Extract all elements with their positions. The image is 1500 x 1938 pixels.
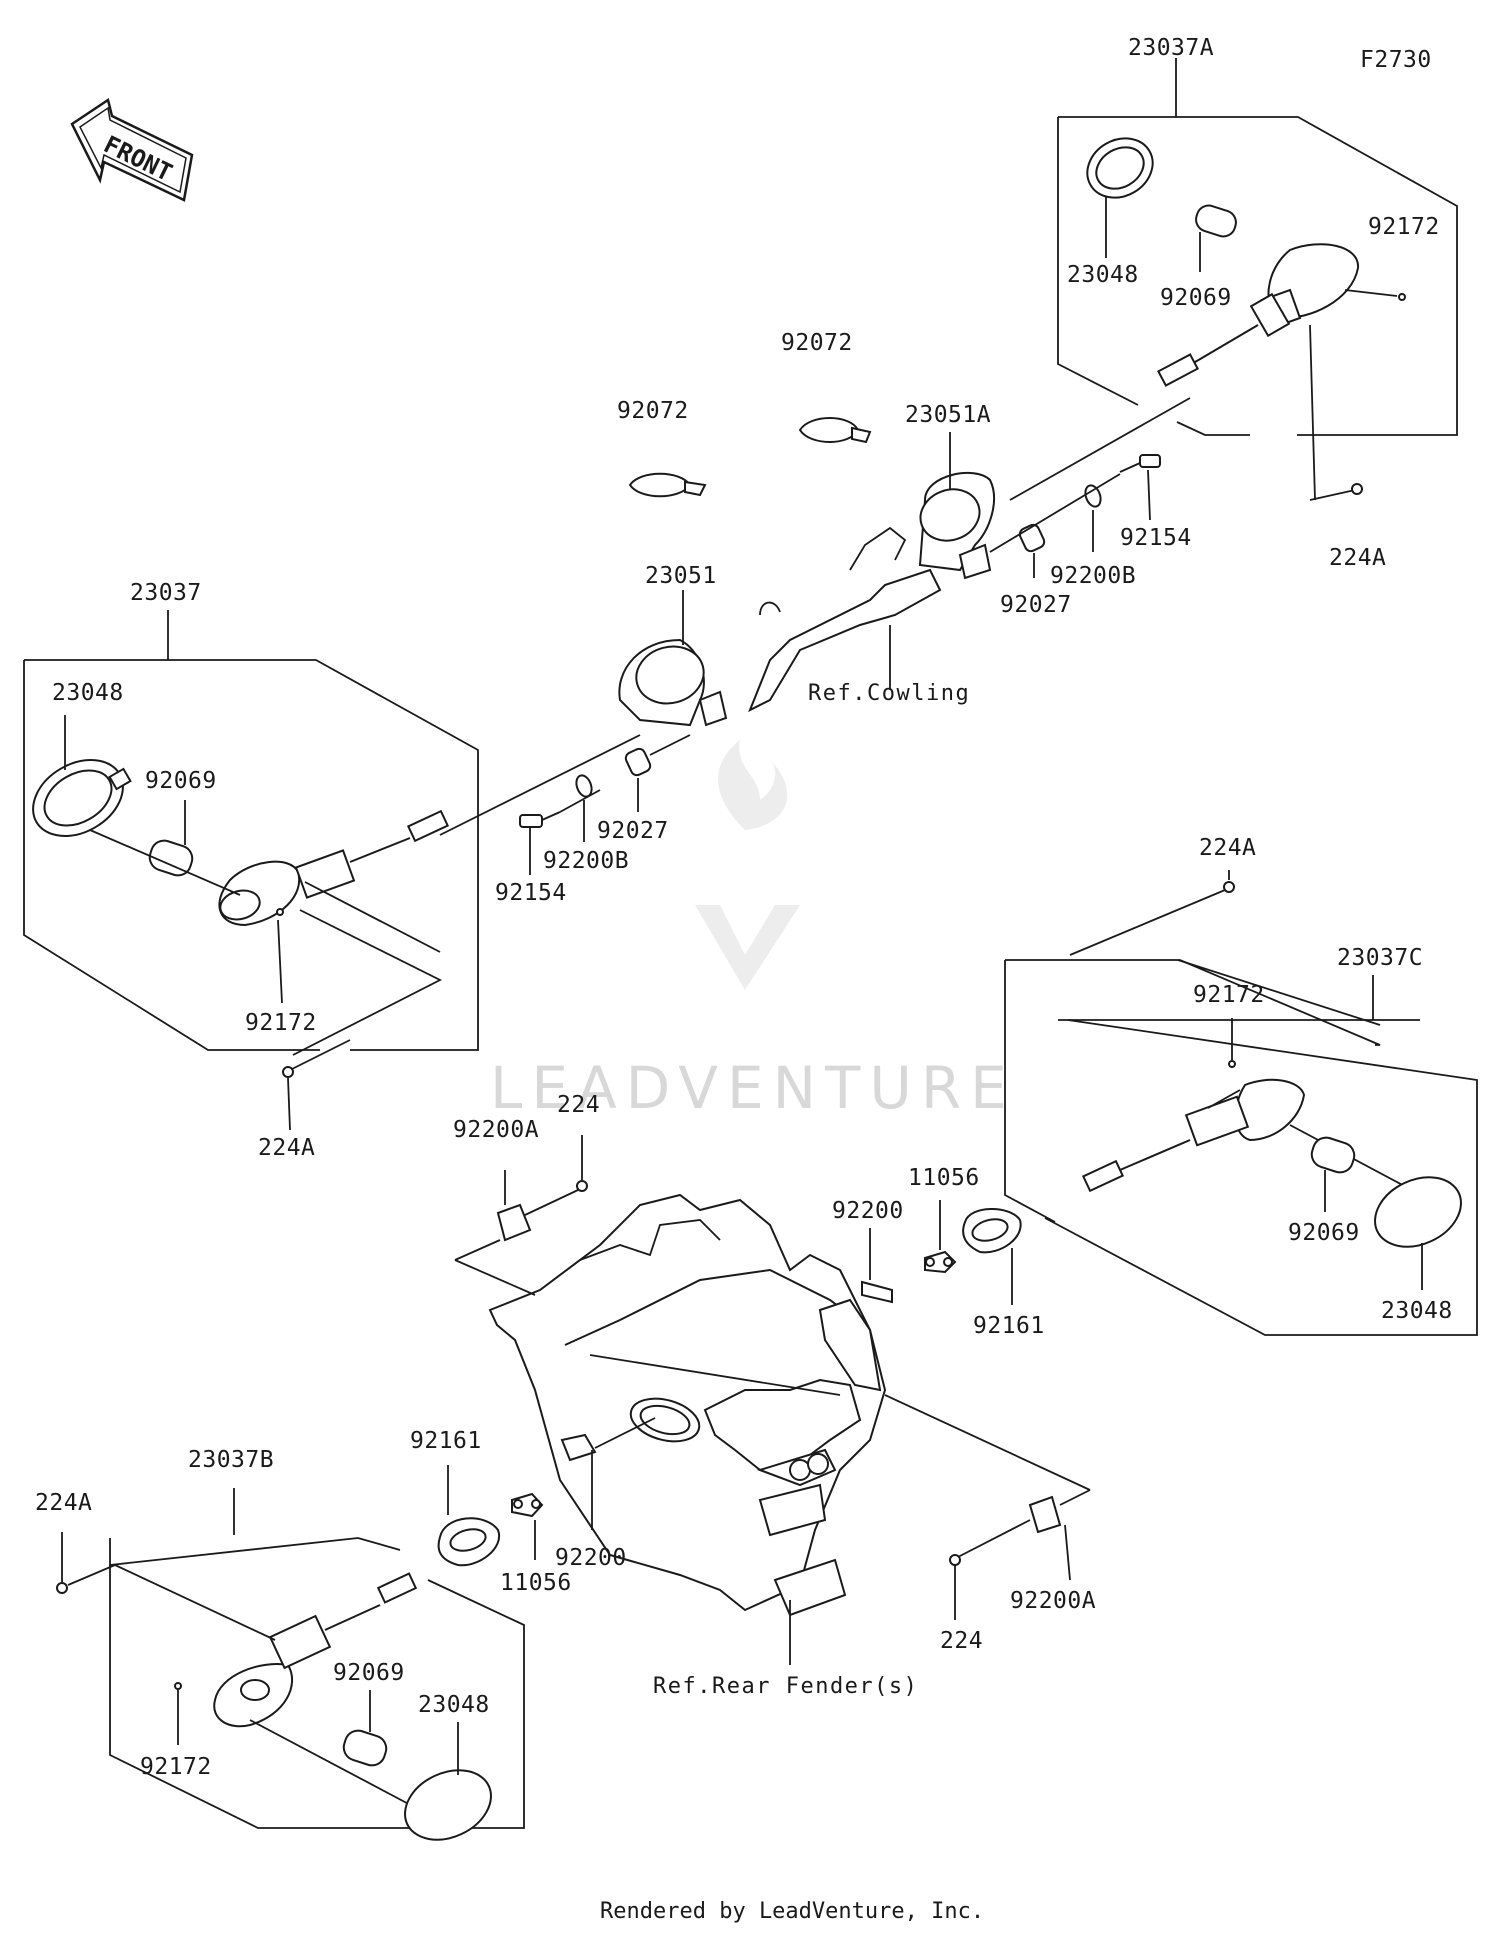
label-92072-right: 92072 [781,330,853,356]
washer-92200B-right [1084,484,1102,508]
label-92027-right: 92027 [1000,592,1072,618]
group-23037C: 23037C 92172 92069 23048 224A [1004,835,1478,1336]
label-92172-top-right: 92172 [1368,214,1440,240]
label-92027-left: 92027 [597,818,669,844]
label-92161-bottom-left: 92161 [410,1428,482,1454]
watermark-text: LEADVENTURE [490,1054,1016,1122]
grommet-92161-bottom-left [437,1517,501,1567]
label-23037: 23037 [130,580,202,606]
label-224-bottom: 224 [940,1628,983,1654]
bulb-92069-right [1310,1136,1356,1174]
clip-92200A-top [496,1203,532,1242]
bulb-92069-left [148,839,194,877]
bracket-23051 [618,638,728,727]
label-23051A: 23051A [905,402,991,428]
group-23037A: 23037A 23048 92069 92172 224A [1057,35,1458,571]
label-23037C: 23037C [1337,945,1423,971]
label-92154-left: 92154 [495,880,567,906]
label-92069-right: 92069 [1288,1220,1360,1246]
label-92069-bottom-left: 92069 [333,1660,405,1686]
label-224A-right: 224A [1199,835,1256,861]
connector-11056-right [924,1250,957,1274]
label-92161-right: 92161 [973,1313,1045,1339]
label-ref-cowling: Ref.Cowling [808,681,970,706]
watermark-logo [695,740,800,990]
label-92072-left: 92072 [617,398,689,424]
signal-body-right [1081,1078,1306,1193]
label-92200A-bottom: 92200A [1010,1588,1096,1614]
label-23037A: 23037A [1128,35,1214,61]
cable-tie-92072-a [628,472,707,498]
label-92069-top-right: 92069 [1160,285,1232,311]
label-224A-bottom-left: 224A [35,1490,92,1516]
label-92069-left: 92069 [145,768,217,794]
label-92154-right: 92154 [1120,525,1192,551]
bulb-92069-bottom-left [342,1729,388,1767]
cowling-frame [748,526,942,713]
label-23048-left: 23048 [52,680,124,706]
signal-body-top-right [1156,243,1360,387]
cable-tie-92072-b [798,417,872,444]
label-92200-right: 92200 [832,1198,904,1224]
signal-body-left [218,809,450,927]
label-224A-top-right: 224A [1329,545,1386,571]
label-23048-top-right: 23048 [1067,262,1139,288]
label-ref-rear-fender: Ref.Rear Fender(s) [653,1674,918,1699]
label-92172-left: 92172 [245,1010,317,1036]
label-23048-right: 23048 [1381,1298,1453,1324]
label-92200B-left: 92200B [543,848,629,874]
group-23037B: 23037B 224A 92172 92069 23048 [35,1447,525,1841]
label-224A-left: 224A [258,1135,315,1161]
label-92200-center: 92200 [555,1545,627,1571]
lens-23048-top-right [1086,137,1154,199]
bracket-23051A [918,471,995,580]
clip-92200A-bottom [1028,1495,1062,1534]
clip-92200-center [560,1433,597,1462]
label-92200A-top: 92200A [453,1117,539,1143]
bulb-92069-top-right [1195,204,1237,238]
label-23051: 23051 [645,563,717,589]
axis-line-right [1009,397,1191,501]
label-92200B-right: 92200B [1050,563,1136,589]
footer-credit: Rendered by LeadVenture, Inc. [600,1899,984,1924]
label-224-top: 224 [557,1092,600,1118]
group-23037: 23037 23048 92069 92172 224A [23,580,479,1161]
axis-line-left [439,734,641,836]
label-23037B: 23037B [188,1447,274,1473]
connector-11056-bottom-left [511,1492,544,1518]
front-arrow: FRONT [70,97,194,202]
label-11056-bottom-left: 11056 [500,1570,572,1596]
lens-23048-right [1374,1176,1462,1248]
signal-body-bottom-left [213,1572,418,1728]
bolt-92154-left [519,811,561,828]
lens-23048-left [32,759,132,837]
collar-92027-left [624,747,652,777]
figure-code: F2730 [1360,47,1432,73]
clip-92200-right [861,1280,893,1304]
label-11056-right: 11056 [908,1165,980,1191]
label-23048-bottom-left: 23048 [418,1692,490,1718]
label-92172-bottom-left: 92172 [140,1754,212,1780]
grommet-92161-right [962,1208,1022,1254]
label-92172-right: 92172 [1193,982,1265,1008]
lens-23048-bottom-left [404,1769,492,1841]
bolt-92154-right [1119,454,1161,473]
rear-fender [488,1193,887,1617]
